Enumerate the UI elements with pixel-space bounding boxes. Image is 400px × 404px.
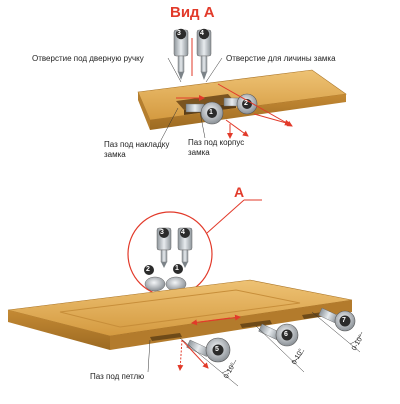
tool-number-2: 2 bbox=[244, 100, 248, 107]
motion-arrows-top bbox=[176, 83, 293, 139]
label-door-handle-hole: Отверстие под дверную ручку bbox=[32, 54, 144, 63]
tool-number-1: 1 bbox=[209, 109, 213, 116]
callout-number-4: 4 bbox=[181, 229, 185, 236]
cutter-7 bbox=[318, 307, 356, 332]
door-panel bbox=[7, 279, 353, 350]
callout-number-3: 3 bbox=[160, 229, 164, 236]
label-lock-cylinder-hole: Отверстие для личины замка bbox=[226, 54, 336, 63]
cutter-6 bbox=[258, 323, 299, 347]
label-lock-body-slot-2: замка bbox=[188, 148, 210, 157]
tool-number-6: 6 bbox=[284, 331, 288, 338]
drill-3 bbox=[173, 28, 189, 80]
cutter-5 bbox=[186, 337, 231, 363]
drill-4 bbox=[196, 28, 212, 80]
callout-drill-4 bbox=[177, 227, 193, 268]
leader-lines-top bbox=[159, 57, 223, 143]
callout-cutters bbox=[144, 264, 187, 292]
motion-arrows-bottom bbox=[177, 314, 241, 371]
tool-number-7: 7 bbox=[342, 317, 346, 324]
label-lock-body-slot-1: Паз под корпус bbox=[188, 138, 245, 147]
callout-number-2: 2 bbox=[146, 266, 150, 273]
callout-letter: А bbox=[234, 184, 245, 200]
cutter-1 bbox=[185, 101, 224, 125]
callout-number-1: 1 bbox=[175, 265, 179, 272]
label-lock-plate-slot-1: Паз под накладку bbox=[104, 140, 170, 149]
label-hinge-slot: Паз под петлю bbox=[90, 372, 145, 381]
tool-number-5: 5 bbox=[215, 346, 219, 353]
tool-number-3: 3 bbox=[177, 30, 181, 37]
hinge-leader-line bbox=[147, 339, 151, 373]
label-lock-plate-slot-2: замка bbox=[104, 150, 126, 159]
view-title: Вид А bbox=[170, 4, 215, 21]
tool-number-4: 4 bbox=[200, 30, 204, 37]
callout-drill-3 bbox=[156, 227, 172, 268]
angle-arcs bbox=[179, 311, 363, 387]
